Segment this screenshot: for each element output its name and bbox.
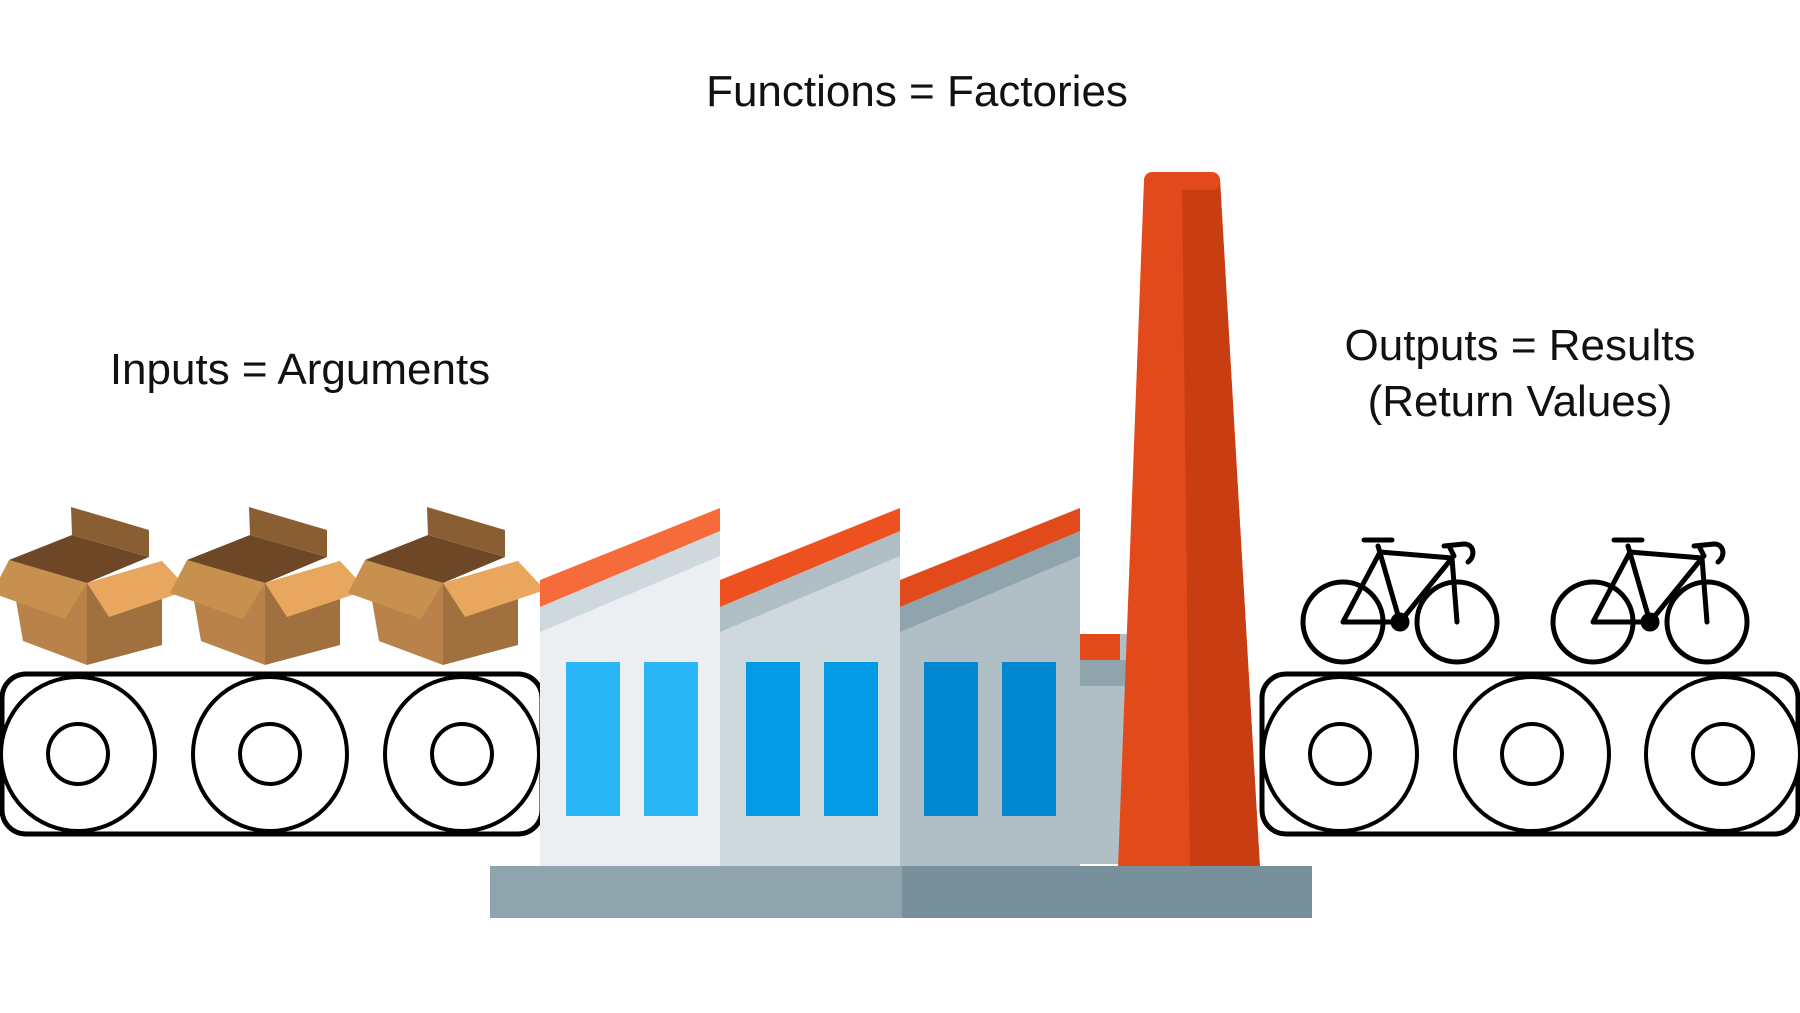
outputs-label-line1: Outputs = Results	[1344, 321, 1696, 370]
input-conveyor-belt	[0, 671, 545, 837]
bicycle-icon	[1303, 540, 1497, 662]
cardboard-box-icon	[348, 507, 545, 665]
bicycle-icon	[1553, 540, 1747, 662]
cardboard-box-icon	[0, 507, 189, 665]
factory-icon	[490, 172, 1312, 918]
output-conveyor-belt	[1259, 671, 1800, 837]
cardboard-box-icon	[170, 507, 367, 665]
inputs-label: Inputs = Arguments	[109, 345, 491, 394]
factory-base	[490, 866, 902, 918]
outputs-label: Outputs = Results (Return Values)	[1280, 318, 1760, 430]
outputs-label-line2: (Return Values)	[1367, 377, 1673, 426]
diagram-title: Functions = Factories	[706, 67, 1128, 116]
